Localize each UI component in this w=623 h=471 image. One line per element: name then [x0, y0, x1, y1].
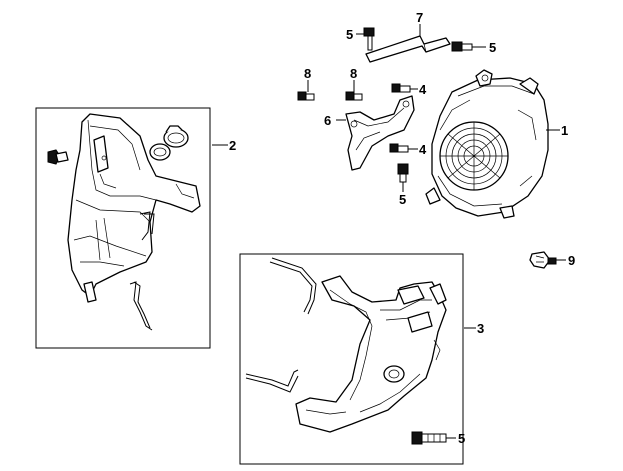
callout-5-top-left: 5	[346, 27, 353, 42]
part-3-lower-shroud	[295, 275, 447, 433]
callout-4-upper: 4	[419, 82, 427, 97]
seal-strip-upper	[139, 211, 151, 241]
callout-2: 2	[229, 138, 236, 153]
callout-9: 9	[568, 253, 575, 268]
part-6-bracket	[345, 95, 415, 171]
bolt-8-left	[297, 91, 315, 101]
part-2-frame	[35, 107, 211, 349]
callout-5-middle: 5	[399, 192, 406, 207]
bolt-top-left	[363, 27, 375, 51]
push-clip	[47, 149, 69, 165]
part-9-clip	[529, 251, 557, 269]
callout-5-top-right: 5	[489, 40, 496, 55]
bolt-8-right	[345, 91, 363, 101]
hose-clamp	[149, 125, 189, 161]
part-1-fan-cover	[425, 69, 549, 219]
bolt-5-middle	[397, 163, 409, 183]
bolt-4-lower	[389, 143, 409, 153]
seal-strip-top	[269, 261, 313, 313]
part-2-left-shroud	[67, 113, 201, 303]
callout-3: 3	[477, 321, 484, 336]
part-7-bracket	[365, 35, 451, 63]
callout-7: 7	[416, 10, 423, 25]
callout-1: 1	[561, 123, 568, 138]
bolt-bottom	[411, 431, 447, 445]
callout-8-left: 8	[304, 66, 311, 81]
seal-strip-bottom	[245, 369, 299, 387]
bolt-top-right	[451, 41, 473, 52]
bolt-4-upper	[391, 83, 411, 93]
callout-8-right: 8	[350, 66, 357, 81]
seal-strip-lower	[129, 281, 153, 331]
callout-4-lower: 4	[419, 142, 427, 157]
callout-6: 6	[324, 113, 331, 128]
part-3-frame	[239, 253, 464, 465]
callout-5-bottom: 5	[458, 431, 465, 446]
